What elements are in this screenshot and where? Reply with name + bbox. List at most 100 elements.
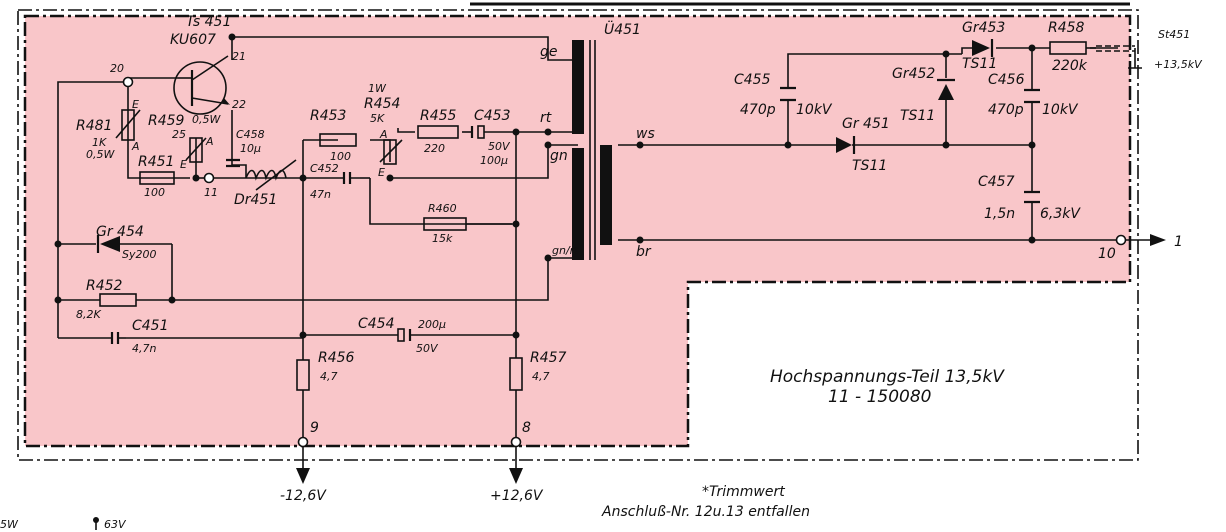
c452-ref: C452 [310, 162, 339, 175]
hv-output: +13,5kV [1154, 58, 1203, 71]
r459-power: 0,5W [192, 113, 221, 126]
output-1-label: 1 [1174, 234, 1183, 250]
arrow-output-1 [1150, 234, 1166, 246]
ts451-pin-b: 22 [232, 98, 246, 111]
r481-ref: R481 [76, 118, 112, 134]
capacitor-symbols [110, 86, 1040, 344]
r457-value: 4,7 [532, 370, 550, 383]
r481-tap-a: A [131, 140, 140, 153]
r460-value: 15k [432, 232, 453, 245]
c458-ref: C458 [236, 128, 265, 141]
r451-ref: R451 [138, 154, 174, 170]
c454-voltage: 50V [416, 342, 439, 355]
gr451-ref: Gr 451 [842, 116, 890, 132]
c456-value: 470p [988, 102, 1024, 118]
c452-value: 47n [310, 188, 331, 201]
r481-tap-e: E [132, 98, 139, 111]
c456-voltage: 10kV [1042, 102, 1079, 118]
gr452-ref: Gr452 [892, 66, 935, 82]
dr451-ref: Dr451 [234, 192, 277, 208]
junction-dots [54, 33, 1036, 339]
labels: Ts 451 KU607 21 22 20 E A R481 1K 0,5W R… [0, 14, 1203, 531]
r452-value: 8,2K [76, 308, 101, 321]
r458-value: 220k [1052, 58, 1088, 74]
winding-ws: ws [636, 126, 655, 142]
gr453-ref: Gr453 [962, 20, 1005, 36]
r459-pin: 25 [172, 128, 186, 141]
edge-fragment-left: 5W [0, 518, 19, 531]
pin-terminals [122, 76, 1127, 448]
supply-neg: -12,6V [280, 488, 327, 504]
c453-voltage: 50V [488, 140, 511, 153]
winding-br: br [636, 244, 652, 260]
r453-value: 100 [330, 150, 351, 163]
r454-tap-a: A [379, 128, 388, 141]
r452-ref: R452 [86, 278, 123, 294]
r454-ref: R454 [364, 96, 400, 112]
gr453-type: TS11 [962, 56, 997, 72]
c453-ref: C453 [474, 108, 511, 124]
ts451-pin-c: 21 [232, 50, 246, 63]
gr451-type: TS11 [852, 158, 887, 174]
c451-value: 4,7n [132, 342, 156, 355]
winding-ge: ge [540, 44, 558, 60]
c455-ref: C455 [734, 72, 771, 88]
pin-9: 9 [310, 420, 319, 436]
c455-voltage: 10kV [796, 102, 833, 118]
pin-8: 8 [522, 420, 531, 436]
note-text: Anschluß-Nr. 12u.13 entfallen [601, 504, 810, 520]
c458-value: 10µ [240, 142, 261, 155]
supply-pos: +12,6V [490, 488, 544, 504]
resistor-symbols [99, 41, 1096, 391]
r456-ref: R456 [318, 350, 355, 366]
r459-ref: R459 [148, 113, 185, 129]
r454-tap-e: E [378, 166, 385, 179]
c457-ref: C457 [978, 174, 1015, 190]
winding-rt: rt [540, 110, 552, 126]
c454-value: 200µ [418, 318, 446, 331]
diode-symbols [96, 39, 994, 253]
arrow-pos-supply [509, 468, 523, 484]
c456-ref: C456 [988, 72, 1025, 88]
frame-border [17, 9, 1139, 461]
r453-ref: R453 [310, 108, 346, 124]
pin-20: 20 [110, 62, 124, 75]
c457-voltage: 6,3kV [1040, 206, 1081, 222]
r458-ref: R458 [1048, 20, 1085, 36]
r455-ref: R455 [420, 108, 457, 124]
note-mark: *Trimmwert [702, 484, 785, 500]
choke-trim-arrow [255, 159, 297, 191]
r451-value: 100 [144, 186, 165, 199]
module-title: Hochspannungs-Teil 13,5kV [770, 367, 1005, 387]
c453-value: 100µ [480, 154, 508, 167]
r457-ref: R457 [530, 350, 567, 366]
transistor-ts451 [173, 55, 230, 115]
pin-10: 10 [1098, 246, 1116, 262]
ts451-type: KU607 [170, 32, 216, 48]
r456-value: 4,7 [320, 370, 338, 383]
edge-fragment-dot [93, 517, 99, 523]
pin-11: 11 [204, 186, 218, 199]
c455-value: 470p [740, 102, 776, 118]
st451-ref: St451 [1158, 28, 1190, 41]
arrow-neg-supply [296, 468, 310, 484]
module-number: 11 - 150080 [828, 387, 931, 407]
c454-ref: C454 [358, 316, 395, 332]
c457-value: 1,5n [984, 206, 1015, 222]
r481-power: 0,5W [86, 148, 115, 161]
ts451-ref: Ts 451 [186, 14, 231, 30]
r481-value: 1K [92, 136, 107, 149]
transformer-ref: Ü451 [604, 20, 641, 38]
r454-value: 5K [370, 112, 385, 125]
r454-power: 1W [368, 82, 387, 95]
winding-gn: gn [550, 148, 568, 164]
gr452-type: TS11 [900, 108, 935, 124]
edge-fragment-mid: 63V [104, 518, 127, 531]
r459-tap-e: E [180, 158, 187, 171]
winding-gnrt: gn/rt [552, 244, 579, 257]
r459-tap-a: A [205, 135, 214, 148]
transformer-u451 [572, 40, 612, 260]
c451-ref: C451 [132, 318, 169, 334]
gr454-ref: Gr 454 [96, 224, 144, 240]
